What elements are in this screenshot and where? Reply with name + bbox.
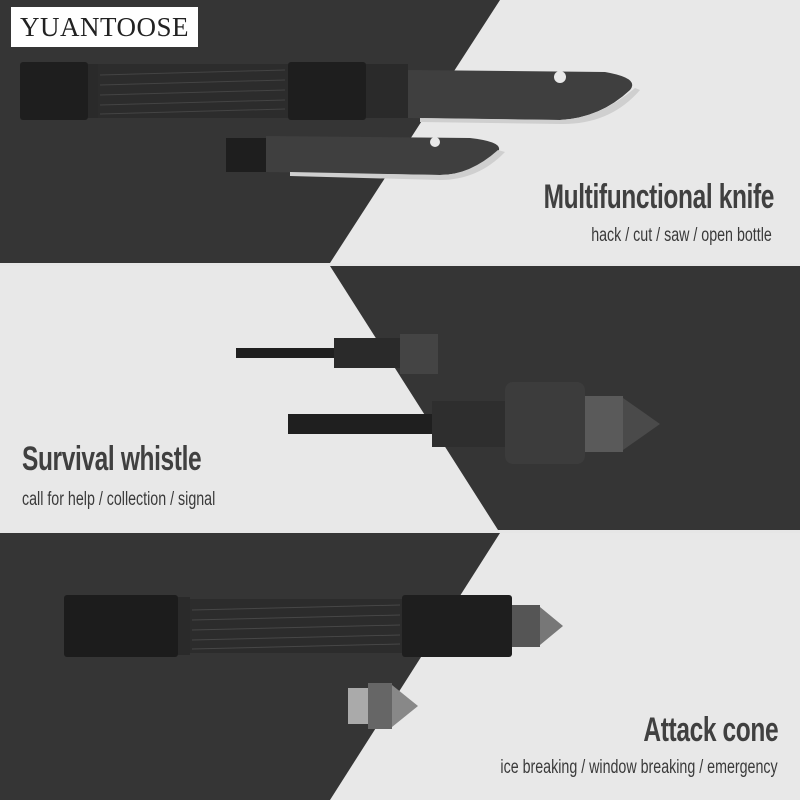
cone-tool-image xyxy=(64,595,563,729)
whistle-section: Survival whistle call for help / collect… xyxy=(0,266,800,530)
section-subtitle: call for help / collection / signal xyxy=(22,489,216,510)
knife-tool-image xyxy=(20,62,640,180)
section-subtitle: hack / cut / saw / open bottle xyxy=(591,225,772,246)
section-subtitle: ice breaking / window breaking / emergen… xyxy=(500,757,778,778)
knife-section: YUANTOOSE Multifunctional knife hack / c… xyxy=(0,0,800,263)
section-title: Multifunctional knife xyxy=(543,178,775,216)
brand-logo: YUANTOOSE xyxy=(11,7,198,47)
cone-section: Attack cone ice breaking / window breaki… xyxy=(0,533,800,800)
whistle-tool-image xyxy=(236,334,660,464)
section-title: Survival whistle xyxy=(22,440,202,478)
section-title: Attack cone xyxy=(643,711,778,749)
